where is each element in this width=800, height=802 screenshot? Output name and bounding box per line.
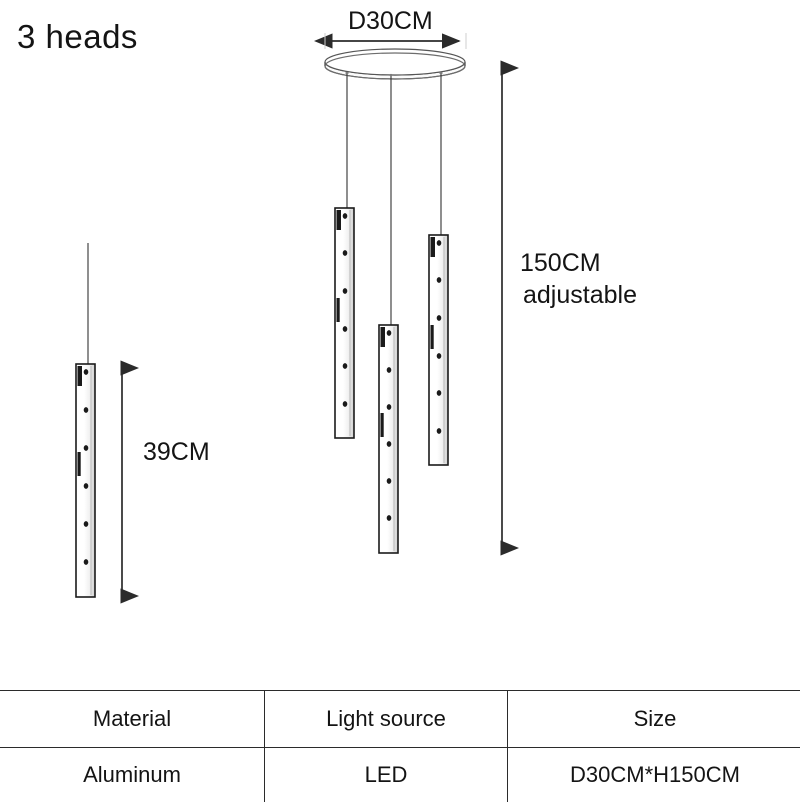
spec-value-material: Aluminum <box>0 748 265 802</box>
spec-value-light-source: LED <box>265 748 508 802</box>
pendant-rod-left <box>335 208 354 438</box>
ceiling-canopy-disc <box>325 49 465 79</box>
spec-table-header-row: Material Light source Size <box>0 691 800 748</box>
spec-table-row: Aluminum LED D30CM*H150CM <box>0 748 800 802</box>
spec-value-size: D30CM*H150CM <box>508 748 800 802</box>
pendant-rod-right <box>429 235 448 465</box>
spec-header-size: Size <box>508 691 800 748</box>
spec-header-light-source: Light source <box>265 691 508 748</box>
specification-table: Material Light source Size Aluminum LED … <box>0 690 800 802</box>
spec-header-material: Material <box>0 691 265 748</box>
canopy-diameter-dimension-arrow <box>325 33 466 49</box>
suspension-wires <box>347 74 441 327</box>
pendant-rod-middle <box>379 325 398 553</box>
pendant-rod-single <box>76 243 95 597</box>
